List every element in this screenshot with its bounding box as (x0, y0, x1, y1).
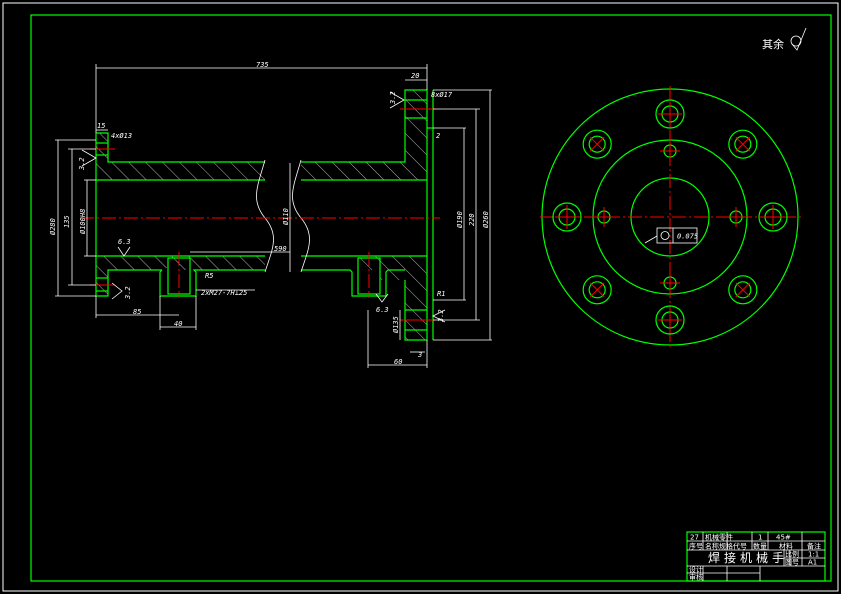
roughness-text: 6.3 (376, 306, 389, 314)
bolt-hole (758, 202, 788, 232)
dim-text-r5: R5 (205, 272, 213, 280)
tb-r2-c5: 材料 (779, 542, 793, 551)
dim-text-85: 85 (133, 308, 141, 316)
thread-hole (660, 273, 680, 293)
roughness-icon (432, 309, 446, 323)
bolt-hole (582, 275, 612, 305)
roughness-icon (389, 91, 405, 109)
circularity-icon (660, 231, 670, 240)
tb-r2-c4: 数量 (753, 542, 767, 551)
section-view: 735 20 15 4xØ13 8xØ17 Ø280 135 Ø100H8 Ø1… (49, 61, 492, 368)
tb-r2-c6: 备注 (807, 542, 821, 551)
roughness-icon (375, 293, 389, 303)
dim-text-2: 2 (436, 132, 440, 140)
hatch-top-left (96, 133, 265, 180)
inner-frame (30, 14, 832, 582)
dim-text-8x17: 8xØ17 (431, 91, 453, 99)
thread-hole (726, 207, 746, 227)
bolt-hole (655, 305, 685, 335)
tolerance-leader (644, 235, 658, 244)
roughness-text: 3.2 (78, 157, 86, 171)
tb-r1-c5: 45# (776, 534, 791, 542)
dim-text-590: 590 (274, 245, 287, 253)
designer-label: 设计 (689, 565, 703, 574)
surface-note: 其余 (762, 37, 784, 51)
roughness-text: 6.3 (118, 238, 131, 246)
sheet-label: 图号 (785, 559, 799, 567)
hatch-top-right (301, 90, 427, 180)
dim-text-15: 15 (97, 122, 105, 130)
bolt-hole (552, 202, 582, 232)
bolt-hole (582, 129, 612, 159)
outline-left-flange (95, 132, 265, 297)
tb-r2-c2: 名称规格 (705, 542, 733, 551)
thread-note: 2xM27-7H⊥25 (201, 289, 247, 297)
dim-text-135: 135 (63, 215, 71, 228)
tb-r2-c3: 代号 (733, 542, 747, 551)
dim-text-190: Ø190 (456, 211, 464, 228)
thread-hole (660, 141, 680, 161)
title-block-frame (686, 531, 826, 582)
dim-text-20: 20 (411, 72, 419, 80)
dim-text-3: 3 (417, 351, 422, 359)
dim-text-r1: R1 (437, 290, 445, 298)
dim-text-220: 220 (468, 213, 476, 226)
checker-label: 审核 (689, 573, 703, 582)
roughness-icon (81, 149, 97, 167)
bolt-holes (552, 99, 788, 335)
dim-text-735: 735 (256, 61, 269, 69)
dim-text-135-bottom: Ø135 (392, 316, 400, 333)
dim-text-60: 60 (394, 358, 402, 366)
dim-text-40: 40 (174, 320, 182, 328)
dim-text-110: Ø110 (282, 208, 290, 225)
bolt-hole (728, 129, 758, 159)
hatch-bottom-right (301, 256, 427, 340)
tb-r1-c2: 机械零件 (705, 533, 733, 542)
dim-text-260: Ø260 (482, 211, 490, 228)
dim-text-280: Ø280 (49, 218, 57, 235)
end-view: 0.075 (540, 86, 802, 348)
roughness-icon (111, 282, 123, 300)
roughness-icon (117, 246, 131, 257)
hatch-bottom-left (96, 256, 265, 296)
dim-text-100h8: Ø100H8 (79, 209, 87, 234)
dim-text-4x13: 4xØ13 (111, 132, 132, 140)
bolt-hole (655, 99, 685, 129)
tolerance-value: 0.075 (677, 233, 698, 241)
scale-value: 1:1 (808, 551, 819, 559)
roughness-text: 3.2 (437, 309, 445, 323)
small-holes (594, 141, 746, 293)
tb-r1-c1: 27 (690, 534, 699, 542)
scale-label: 比例 (785, 550, 799, 559)
tb-r1-c4: 1 (758, 534, 762, 542)
thread-hole (594, 207, 614, 227)
title-block: 27 机械零件 1 45# 序号 名称规格 代号 数量 材料 备注 焊接机械手 … (686, 531, 826, 582)
tolerance-frame (656, 227, 698, 244)
roughness-text: 3.2 (389, 91, 397, 105)
roughness-check-icon (790, 27, 807, 51)
tb-r2-c1: 序号 (689, 542, 703, 551)
drawing-title: 焊接机械手 (708, 550, 788, 565)
roughness-text: 3.2 (124, 286, 132, 300)
bolt-hole (728, 275, 758, 305)
sheet-value: A1 (808, 559, 817, 567)
